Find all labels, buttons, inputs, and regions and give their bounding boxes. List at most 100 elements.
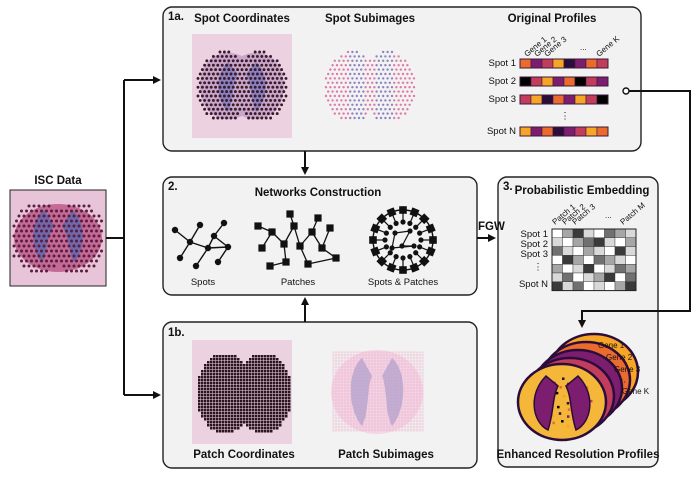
- spot-coordinate-dot: [203, 90, 207, 94]
- spot-subimage-dot: [375, 81, 378, 85]
- network-spot-node: [186, 238, 194, 246]
- isc-spot: [25, 249, 28, 253]
- spot-subimage-dot: [344, 81, 347, 85]
- patch-coordinate-cell: [207, 388, 210, 391]
- spot-subimage-dot: [399, 77, 402, 80]
- embedding-cell: [551, 264, 563, 274]
- patch-coordinate-cell: [228, 364, 231, 367]
- patch-coordinate-cell: [279, 367, 282, 370]
- embedding-cell: [551, 281, 563, 291]
- spot-coordinate-dot: [220, 116, 224, 120]
- spot-subimage-dot: [362, 108, 365, 111]
- isc-spot: [37, 214, 41, 218]
- isc-spot: [95, 219, 98, 223]
- patch-coordinate-cell: [225, 385, 228, 388]
- patch-coordinate-cell: [261, 382, 264, 385]
- spot-coordinate-dot: [284, 85, 288, 89]
- spot-coordinate-dot: [229, 107, 233, 111]
- patch-coordinate-cell: [255, 403, 258, 406]
- profile-cell: [585, 94, 598, 105]
- spot-subimage-dot: [382, 94, 385, 98]
- isc-spot: [20, 259, 23, 263]
- patch-coordinate-cell: [258, 373, 261, 376]
- patch-coordinate-cell: [240, 409, 243, 412]
- spot-coordinate-dot: [229, 72, 233, 76]
- spot-coordinate-dot: [255, 116, 259, 120]
- spot-subimage-dot: [327, 81, 330, 85]
- patch-coordinate-cell: [216, 403, 219, 406]
- patch-coordinate-cell: [234, 361, 237, 364]
- spot-subimage-dot: [371, 63, 374, 67]
- spot-subimage-dot: [368, 68, 372, 71]
- isc-spot: [30, 269, 33, 273]
- patch-coordinate-cell: [216, 355, 219, 358]
- isc-spot: [85, 269, 88, 273]
- spot-coordinate-dot: [211, 54, 215, 58]
- spot-subimage-dot: [371, 108, 374, 111]
- patch-coordinate-cell: [231, 385, 234, 388]
- patch-coordinate-cell: [222, 364, 225, 367]
- patch-coordinate-cell: [219, 421, 222, 424]
- patch-coordinate-cell: [222, 403, 225, 406]
- patch-coordinate-cell: [213, 427, 216, 430]
- spot-subimage-dot: [390, 59, 394, 62]
- isc-spot: [62, 224, 66, 228]
- isc-spot: [100, 249, 103, 253]
- patch-coordinate-cell: [240, 361, 243, 364]
- patch-coordinate-cell: [222, 400, 225, 403]
- profile-cell: [530, 76, 543, 87]
- spot-coordinate-dot: [253, 59, 257, 63]
- spot-coordinate-dot: [238, 90, 242, 94]
- network-spot-node: [407, 228, 413, 234]
- patch-coordinate-cell: [213, 376, 216, 379]
- spot-coordinate-dot: [240, 103, 244, 107]
- patch-coordinate-cell: [276, 421, 279, 424]
- spot-subimage-dot: [382, 59, 385, 62]
- patch-coordinate-cell: [234, 412, 237, 415]
- patch-coordinate-cell: [207, 394, 210, 397]
- spot-subimage-dot: [393, 81, 396, 85]
- patch-coordinate-cell: [249, 382, 252, 385]
- profile-cell: [563, 94, 576, 105]
- isc-spot: [82, 224, 86, 228]
- spot-subimage-dot: [393, 72, 396, 76]
- isc-spot: [90, 219, 93, 223]
- patch-coordinate-cell: [273, 400, 276, 403]
- patch-coordinate-cell: [258, 385, 261, 388]
- spot-subimage-dot: [353, 81, 356, 85]
- patch-coordinate-cell: [252, 409, 255, 412]
- patch-coordinate-cell: [198, 400, 201, 403]
- patch-coordinate-cell: [255, 394, 258, 397]
- isc-spot: [70, 249, 73, 253]
- network-spot-node: [224, 243, 232, 251]
- isc-spot: [80, 229, 83, 233]
- patch-coordinates-grid: [198, 355, 291, 433]
- isc-spot: [75, 269, 78, 273]
- spot-label-n: Spot N: [487, 126, 516, 137]
- patch-coordinate-cell: [252, 370, 255, 373]
- isc-spot: [75, 239, 78, 243]
- patch-coordinate-cell: [252, 373, 255, 376]
- network-patch-node: [268, 228, 276, 236]
- spot-coordinate-dot: [214, 59, 218, 63]
- isc-spot: [27, 214, 31, 218]
- patch-coordinate-cell: [219, 427, 222, 430]
- spot-coordinate-dot: [277, 90, 281, 94]
- isc-spot: [52, 234, 56, 238]
- spot-subimage-dot: [386, 112, 389, 115]
- patch-coordinate-cell: [285, 412, 288, 415]
- spot-subimage-dot: [408, 86, 411, 89]
- patch-coordinate-cell: [219, 406, 222, 409]
- spot-coordinate-dot: [225, 63, 229, 67]
- spot-coordinate-dot: [214, 68, 218, 72]
- spot-coordinate-dot: [214, 94, 218, 98]
- patch-coordinate-cell: [204, 400, 207, 403]
- spot-coordinate-dot: [236, 103, 240, 107]
- spot-subimage-dot: [355, 103, 358, 107]
- patch-coordinate-cell: [249, 364, 252, 367]
- spot-subimage-dot: [397, 63, 400, 67]
- patch-coordinate-cell: [246, 382, 249, 385]
- patch-coordinate-cell: [243, 412, 246, 415]
- enhanced-profiles-stack: [516, 332, 640, 442]
- spot-coordinate-dot: [216, 116, 220, 120]
